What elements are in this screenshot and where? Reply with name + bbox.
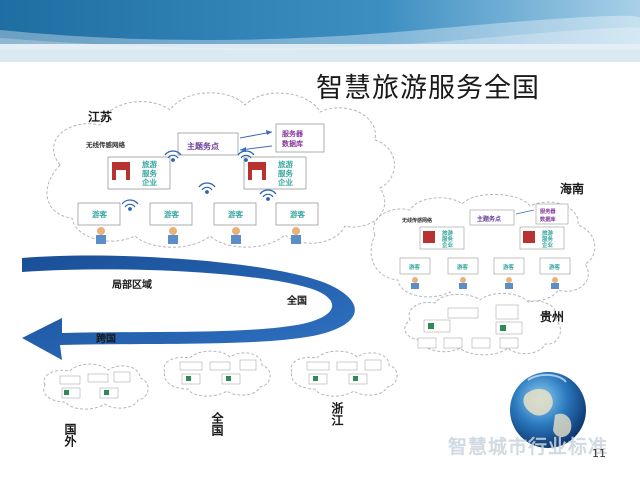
svg-text:服务: 服务	[542, 235, 554, 243]
svg-text:服务: 服务	[142, 168, 157, 178]
label-zhejiang: 浙江	[330, 402, 344, 426]
jiangsu-theme-label: 主题务点	[187, 141, 219, 151]
arrow-label-local: 局部区域	[112, 280, 152, 291]
svg-text:无线传感网络: 无线传感网络	[401, 217, 432, 224]
svg-text:游客: 游客	[228, 209, 243, 219]
label-guowai: 国外	[63, 423, 77, 447]
arrow-label-cross-border: 跨国	[96, 334, 116, 345]
jiangsu-server-label-2: 数据库	[282, 139, 303, 148]
svg-text:企业: 企业	[541, 241, 554, 249]
svg-text:游客: 游客	[290, 209, 305, 219]
svg-text:游客: 游客	[457, 263, 469, 271]
svg-text:数据库: 数据库	[540, 215, 556, 223]
svg-text:服务: 服务	[442, 235, 454, 243]
expansion-arrow	[22, 255, 355, 360]
svg-text:游客: 游客	[503, 263, 515, 271]
svg-text:服务器: 服务器	[540, 207, 556, 215]
svg-text:旅游: 旅游	[541, 229, 554, 237]
svg-text:游客: 游客	[92, 209, 107, 219]
label-hainan: 海南	[560, 182, 585, 196]
label-guizhou: 贵州	[540, 310, 565, 324]
header-banner	[0, 0, 640, 62]
svg-text:企业: 企业	[441, 241, 454, 249]
guizhou-cloud	[404, 293, 561, 356]
label-jiangsu: 江苏	[88, 110, 113, 124]
svg-text:旅游: 旅游	[278, 159, 293, 169]
svg-text:服务: 服务	[278, 168, 293, 178]
svg-text:旅游: 旅游	[441, 229, 454, 237]
slide-title: 智慧旅游服务全国	[316, 73, 540, 104]
svg-text:企业: 企业	[141, 177, 157, 187]
svg-text:旅游: 旅游	[142, 159, 157, 169]
wifi-icon	[121, 150, 277, 211]
svg-text:游客: 游客	[549, 263, 561, 271]
svg-text:主题务点: 主题务点	[477, 215, 501, 223]
jiangsu-server-label-1: 服务器	[282, 129, 304, 138]
tourist-boxes: 游客 游客 游客 游客	[77, 202, 319, 244]
svg-text:游客: 游客	[409, 263, 421, 271]
label-quanguo-bottom: 全国	[210, 412, 224, 436]
page-number: 11	[592, 447, 606, 460]
watermark: 智慧城市行业标准	[448, 436, 609, 458]
svg-text:游客: 游客	[164, 209, 179, 219]
svg-text:企业: 企业	[277, 177, 293, 187]
arrow-label-national: 全国	[287, 296, 307, 307]
jiangsu-wireless-label: 无线传感网络	[85, 140, 126, 149]
